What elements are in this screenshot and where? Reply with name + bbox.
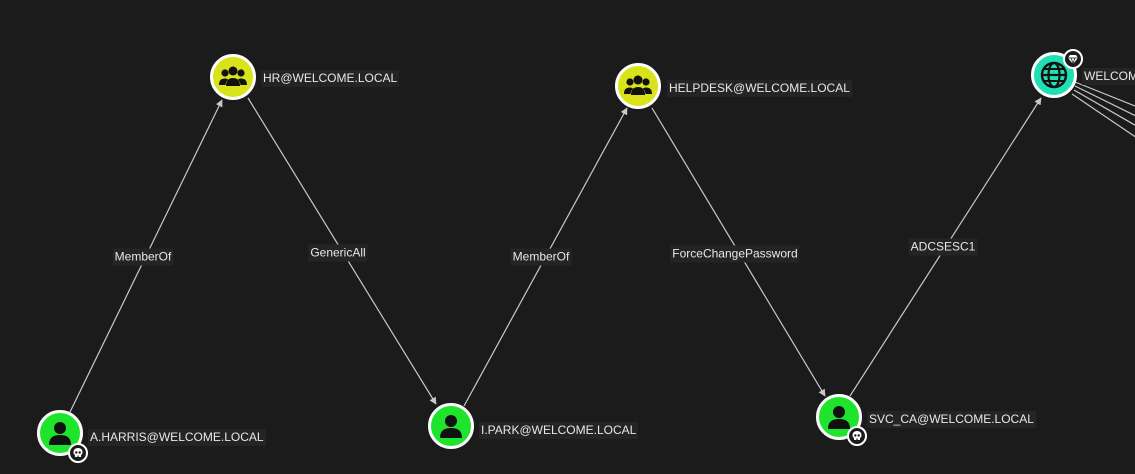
node-label-i-park[interactable]: I.PARK@WELCOME.LOCAL — [479, 422, 639, 439]
skull-icon — [847, 426, 867, 446]
edge-domain-out-4[interactable] — [1071, 93, 1135, 140]
user-icon — [49, 422, 71, 445]
user-icon — [828, 406, 850, 429]
edge-domain-out-2[interactable] — [1074, 85, 1135, 118]
node-i-park[interactable] — [428, 403, 474, 449]
group-icon — [219, 66, 247, 86]
node-helpdesk[interactable] — [615, 63, 661, 109]
edge-label-genericall[interactable]: GenericAll — [308, 244, 368, 262]
node-domain-welcome[interactable] — [1031, 52, 1077, 98]
globe-icon — [1040, 61, 1068, 89]
node-label-helpdesk[interactable]: HELPDESK@WELCOME.LOCAL — [667, 80, 852, 97]
edge-domain-out-1[interactable] — [1074, 81, 1135, 108]
edge-label-adcsesc1[interactable]: ADCSESC1 — [908, 238, 978, 256]
node-label-domain[interactable]: WELCOM — [1082, 68, 1135, 85]
skull-icon — [68, 443, 88, 463]
node-label-svc-ca[interactable]: SVC_CA@WELCOME.LOCAL — [867, 411, 1036, 428]
group-icon — [624, 75, 652, 95]
edge-label-memberof-2[interactable]: MemberOf — [510, 248, 572, 266]
edge-label-forcechangepassword[interactable]: ForceChangePassword — [670, 245, 800, 263]
user-icon — [440, 415, 462, 438]
edge-label-memberof-1[interactable]: MemberOf — [112, 248, 174, 266]
node-label-a-harris[interactable]: A.HARRIS@WELCOME.LOCAL — [88, 429, 266, 446]
gem-icon — [1063, 49, 1083, 69]
edge-domain-out-3[interactable] — [1073, 89, 1135, 128]
node-label-hr[interactable]: HR@WELCOME.LOCAL — [261, 70, 400, 87]
node-hr[interactable] — [210, 54, 256, 100]
